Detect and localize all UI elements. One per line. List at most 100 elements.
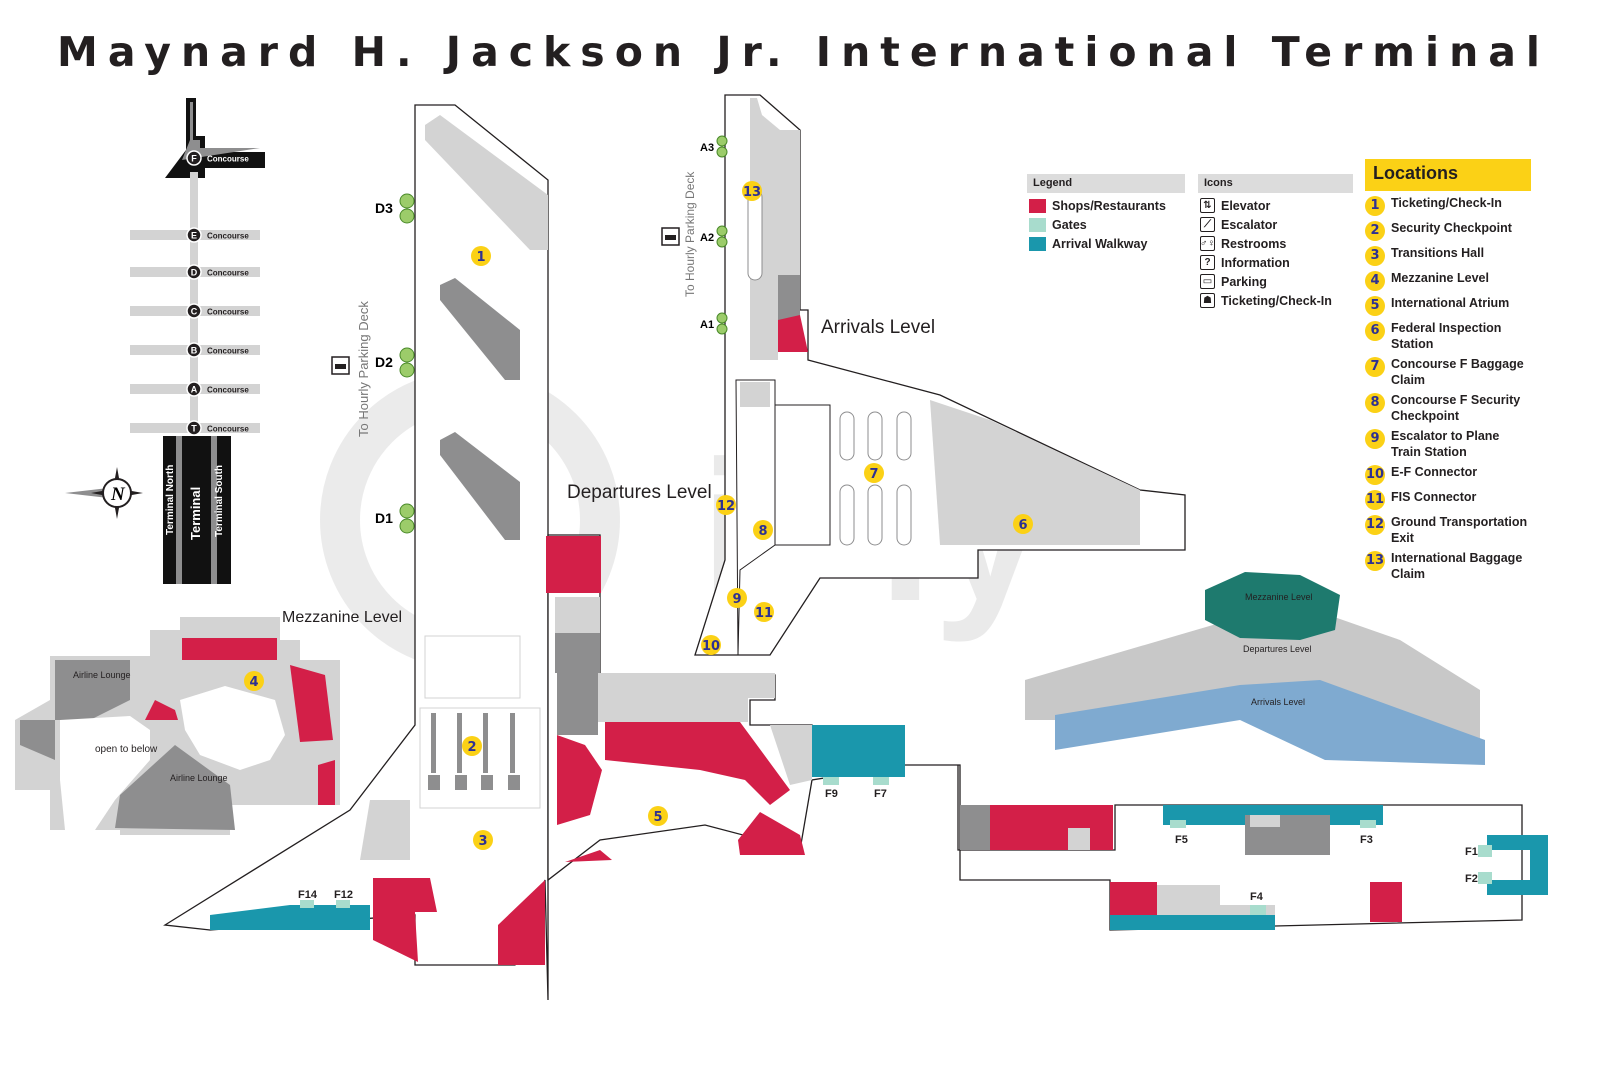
legend-title: Legend xyxy=(1027,174,1185,193)
location-label: Ticketing/Check-In xyxy=(1391,196,1502,210)
icon-legend-label: Elevator xyxy=(1221,198,1271,213)
door-d2: D2 xyxy=(375,347,415,378)
legend-item: Arrival Walkway xyxy=(1027,234,1185,253)
concourse-label: Concourse xyxy=(207,386,249,395)
arrivals-level-map: Arrivals Level xyxy=(694,94,1186,656)
svg-text:D3: D3 xyxy=(375,200,393,216)
mezzanine-level-map: Airline Lounge open to below Airline Lou… xyxy=(15,609,402,835)
parking-deck-label-arrivals: To Hourly Parking Deck xyxy=(683,171,697,297)
location-number: 11 xyxy=(1365,490,1385,510)
svg-text:2: 2 xyxy=(467,740,476,755)
svg-text:D1: D1 xyxy=(375,510,393,526)
svg-text:1: 1 xyxy=(476,250,485,265)
terminal-north-label: Terminal North xyxy=(165,465,176,535)
level-stack-model: Mezzanine Level Departures Level Arrival… xyxy=(1025,572,1485,765)
location-label: Ground Transportation Exit xyxy=(1391,515,1528,545)
compass-icon: N xyxy=(65,467,143,519)
location-marker-6: 6 xyxy=(1013,514,1033,534)
icon-legend-item: ?Information xyxy=(1198,253,1353,272)
concourse-label: Concourse xyxy=(207,269,249,278)
location-marker-2: 2 xyxy=(462,736,482,756)
concourse-label: Concourse xyxy=(207,232,249,241)
location-item: 3 Transitions Hall xyxy=(1365,246,1532,266)
concourse-a-marker: A Concourse xyxy=(186,381,249,397)
icon-legend-item: ▭Parking xyxy=(1198,272,1353,291)
icons-title: Icons xyxy=(1198,174,1353,193)
icons-panel: Icons ⇅ Elevator ⟋Escalator ♂♀ Restrooms ?Inf… xyxy=(1198,174,1353,310)
elevator-icon: ⇅ xyxy=(1200,198,1215,213)
icon-legend-item: ⇅ Elevator xyxy=(1198,196,1353,215)
location-label: Security Checkpoint xyxy=(1391,221,1512,235)
mezzanine-level-label: Mezzanine Level xyxy=(282,609,402,626)
svg-text:B: B xyxy=(191,346,198,356)
location-number: 5 xyxy=(1365,296,1385,316)
icon-legend-label: Ticketing/Check-In xyxy=(1221,293,1332,308)
concourse-label: Concourse xyxy=(207,308,249,317)
location-label: International Baggage Claim xyxy=(1391,551,1523,581)
location-number: 4 xyxy=(1365,271,1385,291)
legend-swatch xyxy=(1029,236,1046,251)
model-departures-label: Departures Level xyxy=(1243,644,1312,654)
location-number: 8 xyxy=(1365,393,1385,413)
door-a3: A3 xyxy=(700,135,728,158)
airline-lounge-label-1: Airline Lounge xyxy=(73,670,131,680)
location-label: International Atrium xyxy=(1391,296,1510,310)
location-number: 3 xyxy=(1365,246,1385,266)
svg-text:D: D xyxy=(191,268,198,278)
departures-level-map: F14 F12 xyxy=(163,104,549,1001)
svg-text:E: E xyxy=(191,231,197,241)
gate-f5-label: F5 xyxy=(1175,834,1188,846)
atrium-map: F9 F7 F5 F3 F1 F2 F4 xyxy=(546,534,1548,931)
gate-f14-label: F14 xyxy=(298,889,318,901)
parking-icon: ▭ xyxy=(1200,274,1215,289)
location-number: 10 xyxy=(1365,465,1385,485)
page-title: Maynard H. Jackson Jr. International Ter… xyxy=(57,28,1550,76)
location-label: Transitions Hall xyxy=(1391,246,1485,260)
location-marker-5: 5 xyxy=(648,806,668,826)
location-item: 5 International Atrium xyxy=(1365,296,1532,316)
svg-text:7: 7 xyxy=(869,467,878,482)
door-a1: A1 xyxy=(700,312,728,335)
svg-text:D2: D2 xyxy=(375,354,393,370)
svg-text:A3: A3 xyxy=(700,142,714,154)
restrooms-icon: ♂♀ xyxy=(1200,236,1215,251)
icon-legend-item: ⟋Escalator xyxy=(1198,215,1353,234)
svg-text:9: 9 xyxy=(732,592,741,607)
gate-f1-label: F1 xyxy=(1465,846,1478,858)
parking-icon xyxy=(331,356,350,375)
svg-text:3: 3 xyxy=(478,834,487,849)
open-to-below-label: open to below xyxy=(95,744,158,755)
location-marker-11: 11 xyxy=(754,602,774,622)
location-marker-1: 1 xyxy=(471,246,491,266)
legend-swatch xyxy=(1029,217,1046,232)
escalator-icon: ⟋ xyxy=(1200,217,1215,232)
gate-f9-label: F9 xyxy=(825,788,838,800)
model-arrivals-label: Arrivals Level xyxy=(1251,697,1305,707)
gate-f4-label: F4 xyxy=(1250,891,1264,903)
icon-legend-label: Restrooms xyxy=(1221,236,1287,251)
svg-text:A: A xyxy=(191,385,198,395)
location-marker-8: 8 xyxy=(753,520,773,540)
parking-deck-label-departures: To Hourly Parking Deck xyxy=(356,301,371,437)
concourse-label: Concourse xyxy=(207,155,249,164)
compass-north-letter: N xyxy=(110,484,126,505)
location-number: 9 xyxy=(1365,429,1385,449)
door-a2: A2 xyxy=(700,225,728,248)
svg-text:4: 4 xyxy=(249,675,258,690)
icon-legend-item: ♂♀ Restrooms xyxy=(1198,234,1353,253)
location-label: Concourse F Baggage Claim xyxy=(1391,357,1524,387)
concourse-label: Concourse xyxy=(207,425,249,434)
concourse-e-marker: E Concourse xyxy=(186,227,249,243)
location-marker-13: 13 xyxy=(742,181,762,201)
icon-legend-label: Information xyxy=(1221,255,1290,270)
